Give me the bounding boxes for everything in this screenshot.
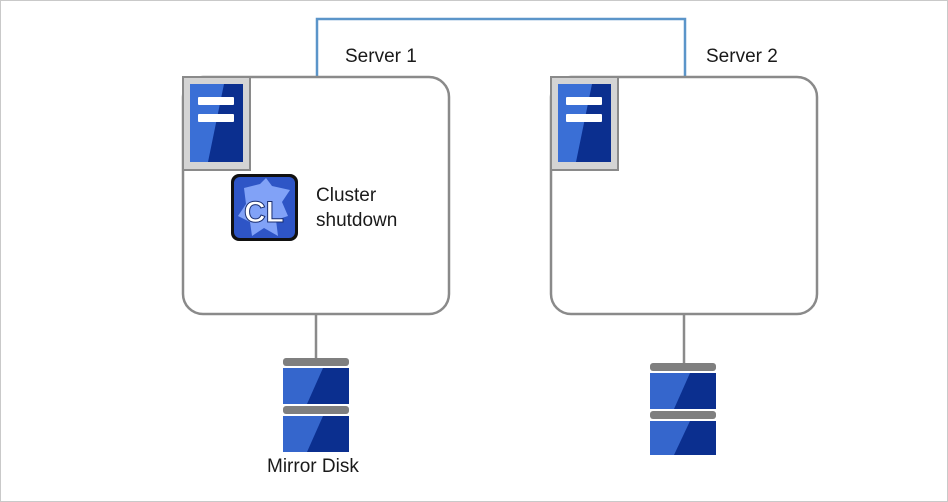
mirror-disk-label: Mirror Disk <box>267 456 359 477</box>
network-line <box>315 17 687 77</box>
server1-icon <box>182 76 251 171</box>
cluster-label-line2: shutdown <box>316 210 398 231</box>
server1-label: Server 1 <box>345 46 417 67</box>
mirror-disk-1-icon <box>283 358 349 452</box>
cluster-label-line1: Cluster <box>316 185 377 206</box>
server2-icon <box>550 76 619 171</box>
mirror-disk-2-icon <box>650 363 716 455</box>
server2-label: Server 2 <box>706 46 778 67</box>
cluster-shutdown-icon: CL <box>231 174 298 241</box>
cluster-icon-text: CL <box>244 196 284 229</box>
